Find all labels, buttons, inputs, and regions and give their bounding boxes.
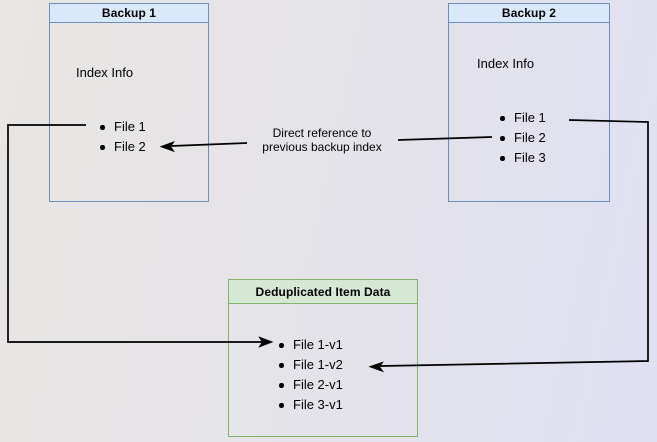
direct-reference-annotation: Direct reference to previous backup inde… bbox=[222, 126, 422, 154]
list-item: File 1-v2 bbox=[279, 355, 343, 375]
list-item: File 3 bbox=[500, 148, 546, 168]
backup1-index-info-label: Index Info bbox=[76, 65, 134, 80]
dedup-header: Deduplicated Item Data bbox=[229, 280, 417, 304]
backup2-title: Backup 2 bbox=[501, 6, 557, 20]
backup1-title: Backup 1 bbox=[101, 6, 157, 20]
backup2-header: Backup 2 bbox=[449, 4, 609, 23]
dedup-title: Deduplicated Item Data bbox=[255, 284, 391, 299]
list-item: File 1-v1 bbox=[279, 335, 343, 355]
list-item: File 2 bbox=[100, 137, 146, 157]
list-item: File 2 bbox=[500, 128, 546, 148]
backup1-header: Backup 1 bbox=[50, 4, 208, 23]
list-item: File 1 bbox=[100, 117, 146, 137]
list-item: File 3-v1 bbox=[279, 395, 343, 415]
list-item: File 1 bbox=[500, 108, 546, 128]
backup2-index-info-label: Index Info bbox=[477, 56, 535, 71]
list-item: File 2-v1 bbox=[279, 375, 343, 395]
annotation-line-2: previous backup index bbox=[262, 140, 382, 154]
annotation-line-1: Direct reference to bbox=[272, 126, 372, 140]
